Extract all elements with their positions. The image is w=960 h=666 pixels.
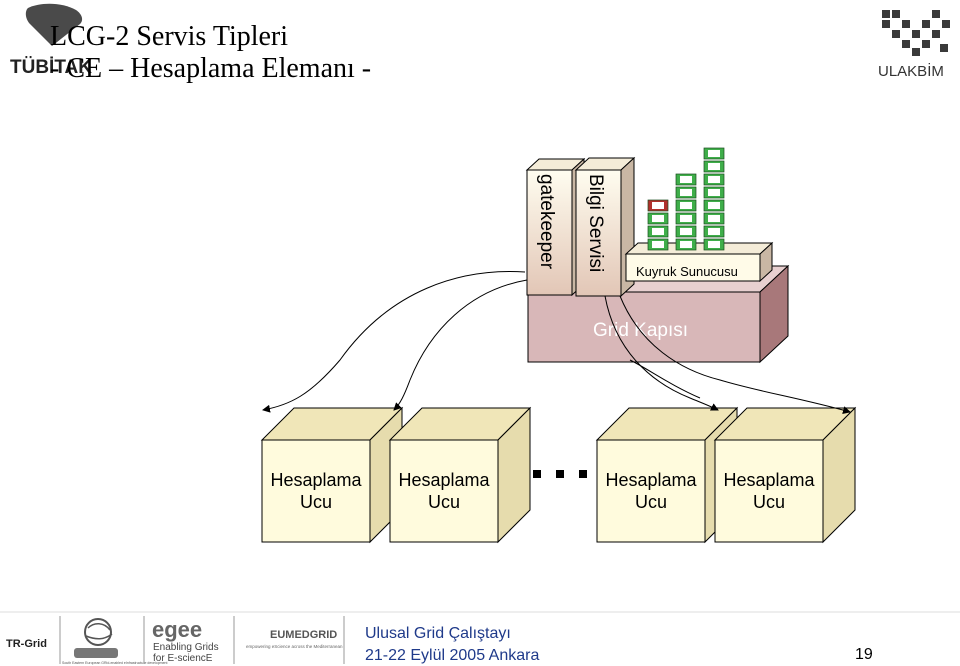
arrow-gate-to-node2 <box>393 279 528 411</box>
slide-title-line1: LCG-2 Servis Tipleri <box>50 21 288 52</box>
tubitak-logo: TÜBİTAK <box>10 3 92 78</box>
queue-disk-icon <box>675 212 697 225</box>
footer: TR-Grid South Eastern European GRid-enab… <box>0 611 960 665</box>
queue-server-label: Kuyruk Sunucusu <box>636 264 738 279</box>
info-service-front-face <box>575 169 622 297</box>
tubitak-wordmark: TÜBİTAK <box>10 57 92 78</box>
worker-node-front-face <box>714 439 824 543</box>
slide-title-line2: - CE – Hesaplama Elemanı - <box>50 53 371 84</box>
connector-arrows <box>262 271 851 414</box>
worker-node-front-face <box>596 439 706 543</box>
eumedgrid-wordmark: EUMEDGRID <box>270 629 337 641</box>
queue-disk-icon <box>703 238 725 251</box>
footer-event-date: 21-22 Eylül 2005 Ankara <box>365 647 539 664</box>
queue-disk-icon <box>675 238 697 251</box>
queue-disk-icon <box>675 199 697 212</box>
info-service-label: Bilgi Servisi <box>585 174 606 272</box>
arrow-crossing <box>629 359 701 399</box>
grid-gate-front-face <box>527 291 761 363</box>
queue-disk-icon <box>647 238 669 251</box>
ulakbim-logo: ULAKBİM <box>878 10 950 80</box>
arrow-gate-to-node4 <box>619 295 851 414</box>
gatekeeper-box: gatekeeper <box>525 157 586 297</box>
worker-node-label-line2: Ucu <box>428 492 460 512</box>
page-number: 19 <box>855 646 873 663</box>
eumedgrid-logo: EUMEDGRID empowering eScience across the… <box>246 629 343 649</box>
seegrid-badge <box>74 648 118 658</box>
queue-server-box: Kuyruk Sunucusu <box>624 241 774 283</box>
queue-disk-icon <box>703 212 725 225</box>
ulakbim-emblem-icon <box>882 10 950 56</box>
seegrid-globe-icon <box>84 618 112 646</box>
ulakbim-wordmark: ULAKBİM <box>878 62 944 80</box>
seegrid-logo: South Eastern European GRid-enabled eInf… <box>62 618 167 665</box>
worker-node-label-line2: Ucu <box>635 492 667 512</box>
queue-disk-icon <box>675 173 697 186</box>
worker-node-label-line2: Ucu <box>753 492 785 512</box>
trgrid-logo-text: TR-Grid <box>6 638 47 650</box>
egee-tagline-line2: for E-sciencE <box>153 653 213 664</box>
worker-node-label-line1: Hesaplama <box>270 470 362 490</box>
queue-disk-icon <box>703 186 725 199</box>
arrow-gate-to-node1 <box>262 271 526 413</box>
worker-node-label-line2: Ucu <box>300 492 332 512</box>
gatekeeper-front-face <box>526 169 573 296</box>
info-service-box: Bilgi Servisi <box>574 156 636 298</box>
footer-event-name: Ulusal Grid Çalıştayı <box>365 625 511 642</box>
worker-node-label-line1: Hesaplama <box>605 470 697 490</box>
queue-disk-icon <box>703 225 725 238</box>
job-queue-stacks <box>647 147 725 251</box>
queue-disk-icon <box>703 147 725 160</box>
queue-disk-icon <box>703 160 725 173</box>
queue-server-front-face <box>625 253 761 282</box>
tubitak-emblem-icon <box>25 3 83 47</box>
egee-wordmark: egee <box>152 617 202 642</box>
worker-node-label-line1: Hesaplama <box>398 470 490 490</box>
queue-disk-icon <box>703 173 725 186</box>
eumedgrid-tagline: empowering eScience across the Mediterra… <box>246 644 343 649</box>
worker-node-front-face <box>389 439 499 543</box>
queue-disk-icon <box>647 199 669 212</box>
queue-disk-icon <box>647 212 669 225</box>
queue-disk-icon <box>675 225 697 238</box>
queue-disk-icon <box>675 186 697 199</box>
worker-nodes: HesaplamaUcuHesaplamaUcuHesaplamaUcuHesa… <box>260 406 857 544</box>
queue-disk-icon <box>647 225 669 238</box>
ellipsis-dots <box>533 470 587 478</box>
egee-tagline-line1: Enabling Grids <box>153 642 219 653</box>
seegrid-caption: South Eastern European GRid-enabled eInf… <box>62 661 167 665</box>
worker-node-label-line1: Hesaplama <box>723 470 815 490</box>
egee-logo: egee Enabling Grids for E-sciencE <box>152 617 219 664</box>
gatekeeper-label: gatekeeper <box>536 174 557 270</box>
arrow-gate-to-node3 <box>604 295 719 411</box>
worker-node-front-face <box>261 439 371 543</box>
queue-disk-icon <box>703 199 725 212</box>
